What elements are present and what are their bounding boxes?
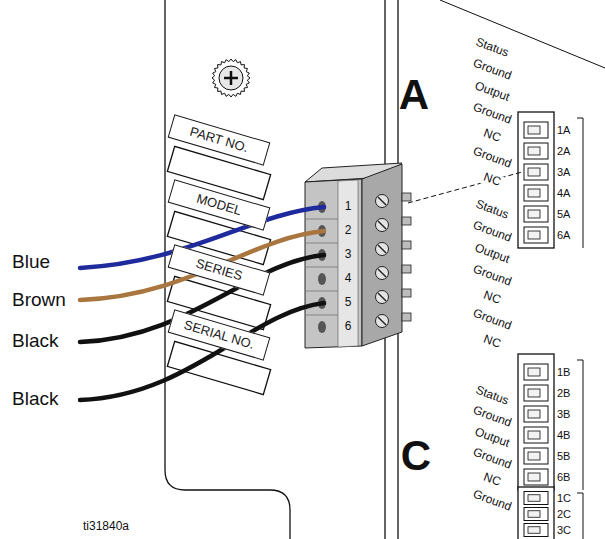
pin-number: 5 [345,296,352,310]
pin-label: 1C [557,492,571,505]
label-plate: SERIES [168,244,271,295]
pin-label: 1A [557,124,570,137]
signal-name: Ground [469,144,515,172]
leader-line [408,172,522,203]
pin-label: 2A [557,145,570,158]
wire [80,303,324,400]
pin-label: 3A [557,166,570,179]
pin-label: 2C [557,508,571,521]
signal-name: NC [480,126,505,146]
socket-header [518,112,583,248]
pin-label: 3C [557,524,571,537]
bank-letter: C [401,432,431,480]
board-edge [440,0,605,68]
label-plate: PART NO. [168,114,271,165]
label-plate: MODEL [168,179,271,230]
signal-name: NC [480,470,505,490]
label-plate: SERIAL NO. [168,309,271,360]
pin-number: 4 [345,272,352,286]
screw [212,59,250,97]
plate-label: SERIAL NO. [182,318,256,352]
wire-color: Blue [12,251,50,273]
pin-number: 2 [345,224,352,238]
pin-label: 6B [557,471,570,484]
pin-label: 5A [557,208,570,221]
pin-label: 1B [557,366,570,379]
socket-header [518,354,583,490]
socket-header [518,487,583,539]
wire-color: Brown [12,289,66,311]
signal-name: Ground [469,487,515,515]
plate-label: MODEL [195,192,243,219]
pin-label: 3B [557,408,570,421]
signal-name: NC [480,332,505,352]
bank-letter: A [399,71,429,119]
pin-label: 4B [557,429,570,442]
pin-number: 1 [345,200,352,214]
pin-label: 6A [557,229,570,242]
plate-label: PART NO. [188,125,250,156]
signal-name: NC [480,288,505,308]
plate-label: SERIES [194,256,244,283]
pin-label: 4A [557,187,570,200]
figure-id: ti31840a [83,520,129,534]
pin-label: 2B [557,387,570,400]
pin-number: 6 [345,320,352,334]
pin-label: 5B [557,450,570,463]
wire-color: Black [12,388,58,410]
signal-name: NC [480,170,505,190]
pin-number: 3 [345,248,352,262]
signal-name: Ground [469,306,515,334]
wire-color: Black [12,330,58,352]
